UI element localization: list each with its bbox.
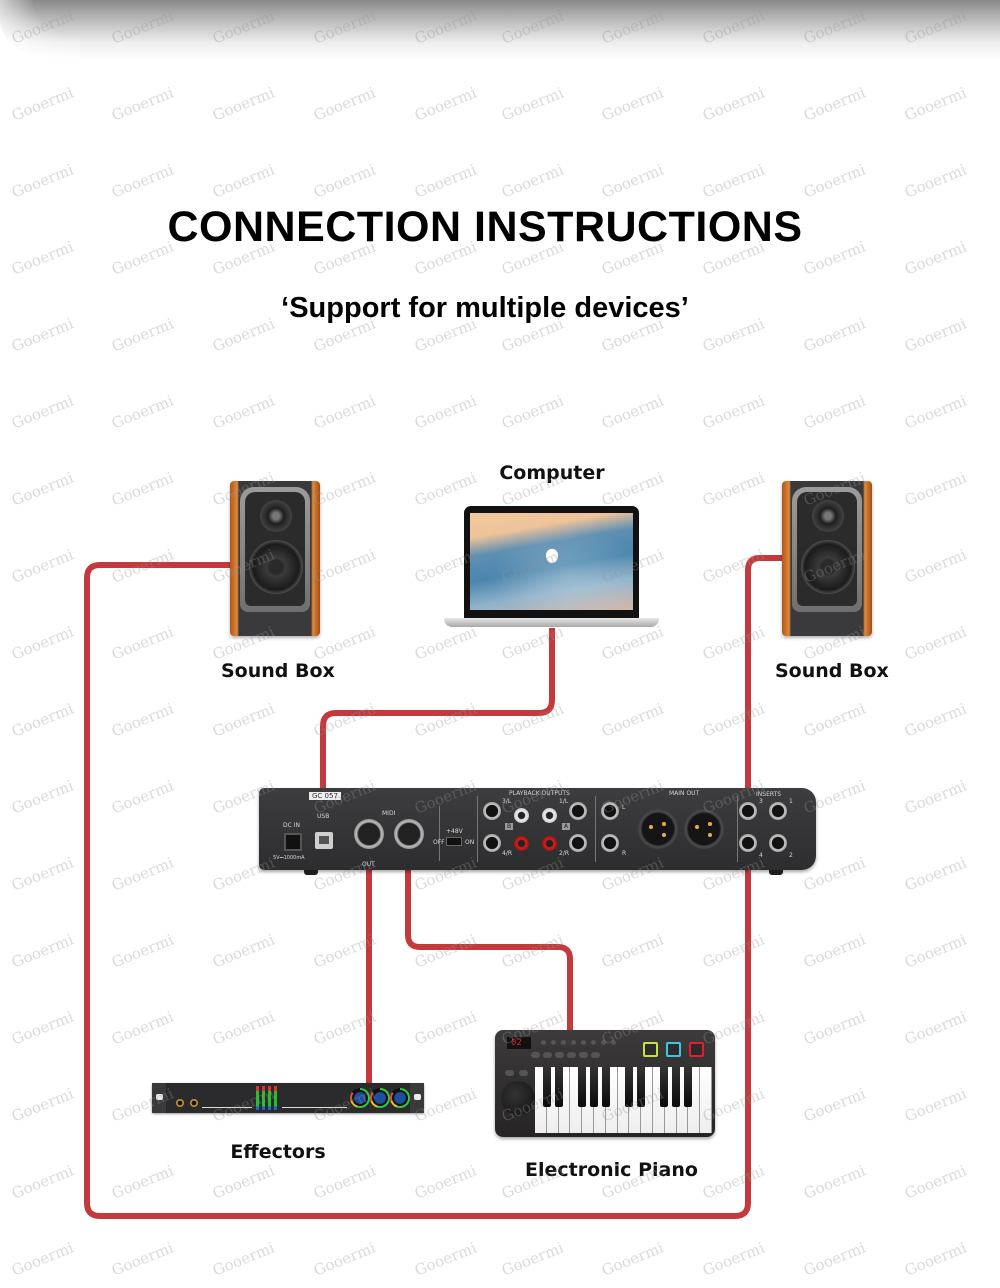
insert-jack-1 xyxy=(769,802,787,820)
rca-white-b xyxy=(514,808,529,823)
insert-jack-3 xyxy=(739,802,757,820)
usb-port-icon xyxy=(315,832,333,849)
ins-4-label: 4 xyxy=(759,852,763,859)
page-title: CONNECTION INSTRUCTIONS xyxy=(167,203,803,251)
pb-1l-label: 1/L xyxy=(559,798,569,805)
insert-jack-4 xyxy=(739,834,757,852)
phantom-label: +48V xyxy=(446,828,463,835)
usb-label: USB xyxy=(317,813,330,820)
main-jack-r xyxy=(601,834,619,852)
pad-red xyxy=(689,1042,704,1057)
page-subtitle: ‘Support for multiple devices’ xyxy=(281,292,689,324)
pb-4r-label: 4/R xyxy=(502,850,513,857)
knob xyxy=(370,1088,390,1108)
cable-left-speaker xyxy=(84,562,751,1219)
speaker-icon xyxy=(782,481,872,636)
jack-3l xyxy=(483,802,501,820)
label-sound-box-left: Sound Box xyxy=(221,660,335,682)
insert-jack-2 xyxy=(769,834,787,852)
piano-keys xyxy=(535,1067,712,1133)
rca-red-b xyxy=(514,836,529,851)
switch-on-label: ON xyxy=(465,839,475,846)
label-electronic-piano: Electronic Piano xyxy=(525,1159,698,1181)
audio-interface-icon: GC 057 DC IN 5V⎓1000mA USB MIDI OUT +48V… xyxy=(259,788,816,875)
knob xyxy=(390,1088,410,1108)
midi-label: MIDI xyxy=(382,810,396,817)
jack-1l xyxy=(569,802,587,820)
pad-yellow xyxy=(643,1042,658,1057)
knob xyxy=(350,1088,370,1108)
xlr-out-l xyxy=(684,809,724,849)
midi-keyboard-icon: 02 xyxy=(495,1030,715,1137)
rca-red-a xyxy=(542,836,557,851)
dc-in-label: DC IN xyxy=(283,822,300,829)
pb-a-badge: A xyxy=(562,823,571,830)
cable-midi-to-piano xyxy=(405,840,573,1032)
pb-3l-label: 3/L xyxy=(502,798,512,805)
phantom-power-switch xyxy=(446,837,462,846)
ins-3-label: 3 xyxy=(759,798,763,805)
top-shadow-band xyxy=(0,0,1000,60)
inserts-label: INSERTS xyxy=(756,791,782,798)
woofer xyxy=(249,540,303,594)
pb-2r-label: 2/R xyxy=(559,850,570,857)
switch-off-label: OFF xyxy=(433,839,445,846)
apple-logo-icon xyxy=(545,548,558,563)
speaker-icon xyxy=(230,481,320,636)
rack-effects-unit-icon xyxy=(152,1083,424,1113)
laptop-icon xyxy=(444,506,659,630)
ch-r-label: R xyxy=(622,850,627,857)
ins-2-label: 2 xyxy=(789,852,793,859)
xlr-out-r xyxy=(638,809,678,849)
rca-white-a xyxy=(542,808,557,823)
jack-2r xyxy=(569,834,587,852)
label-computer: Computer xyxy=(499,462,605,484)
playback-outputs-label: PLAYBACK OUTPUTS xyxy=(509,790,570,797)
dc-in-port xyxy=(284,833,302,851)
pad-cyan xyxy=(666,1042,681,1057)
pb-b-badge: B xyxy=(505,823,514,830)
tweeter xyxy=(812,500,844,532)
kb-display: 02 xyxy=(507,1037,531,1049)
midi-in-port xyxy=(394,819,424,849)
power-spec-label: 5V⎓1000mA xyxy=(273,855,305,861)
cable-right-speaker xyxy=(745,555,784,812)
jog-wheel xyxy=(501,1081,535,1115)
main-out-label: MAIN OUT xyxy=(669,790,700,797)
tweeter xyxy=(260,500,292,532)
label-sound-box-right: Sound Box xyxy=(775,660,889,682)
ch-l-label: L xyxy=(622,804,626,811)
jack-4r xyxy=(483,834,501,852)
ins-1-label: 1 xyxy=(789,798,793,805)
main-jack-l xyxy=(601,802,619,820)
midi-out-label: OUT xyxy=(362,861,375,868)
cable-computer-to-interface xyxy=(320,628,555,845)
serial-label: GC 057 xyxy=(309,792,341,800)
label-effectors: Effectors xyxy=(230,1141,326,1163)
woofer xyxy=(801,540,855,594)
midi-out-port xyxy=(354,819,384,849)
